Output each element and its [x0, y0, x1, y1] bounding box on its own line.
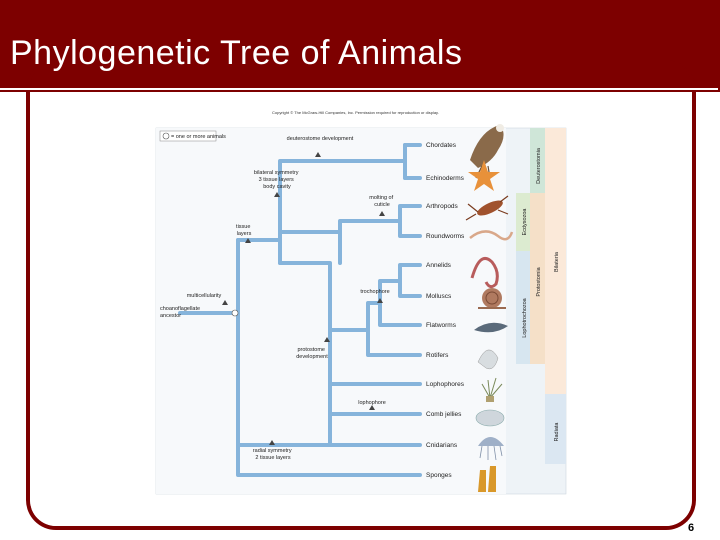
group-label-radiata: Radiata: [554, 422, 560, 442]
taxon-comb-jellies: Comb jellies: [426, 411, 462, 418]
animal-illustrations: [465, 124, 514, 492]
group-label-deuterostomia: Deuterostomia: [536, 147, 542, 184]
tree-branches: [178, 143, 422, 477]
taxon-lophophores: Lophophores: [426, 381, 465, 388]
lobster-icon: [465, 195, 509, 221]
taxon-molluscs: Molluscs: [426, 293, 452, 300]
slide-frame: [26, 60, 696, 530]
copyright-notice: Copyright © The McGraw-Hill Companies, I…: [272, 110, 439, 115]
char-radial-symmetry: radial symmetry 2 tissue layers: [253, 448, 293, 461]
taxon-annelids: Annelids: [426, 262, 452, 269]
snail-icon: [478, 288, 506, 309]
char-protostome-development: protostome development: [296, 347, 328, 360]
char-bilateral-symmetry: bilateral symmetry 3 tissue layers body …: [254, 170, 300, 190]
taxon-chordates: Chordates: [426, 142, 457, 149]
character-markers: [222, 152, 385, 445]
group-label-bilateria: Bilateria: [554, 251, 560, 272]
title-band: [0, 0, 720, 92]
flatworm-icon: [474, 322, 508, 333]
char-choanoflagellate-ancestor: choanoflagellate ancestor: [160, 306, 202, 319]
ancestor-node-icon: [231, 309, 239, 317]
group-band-radiata: [545, 394, 566, 464]
taxon-arthropods: Arthropods: [426, 203, 459, 210]
group-label-protostomia: Protostomia: [536, 266, 542, 296]
legend-box: [159, 130, 217, 142]
char-deuterostome-development: deuterostome development: [287, 136, 354, 142]
taxon-echinoderms: Echinoderms: [426, 175, 465, 182]
taxon-flatworms: Flatworms: [426, 322, 457, 329]
group-band-ecdysozoa: [516, 193, 530, 251]
lophophore-icon: [481, 377, 503, 402]
roundworm-icon: [469, 230, 514, 241]
comb-jelly-icon: [475, 409, 505, 427]
page-number: 6: [688, 522, 695, 534]
group-band-lophotrochozoa: [516, 251, 530, 364]
char-trochophore: trochophore: [360, 289, 389, 295]
group-band-protostomia: [530, 193, 545, 364]
group-band-bilateria: [545, 128, 566, 394]
taxon-rotifers: Rotifers: [426, 352, 449, 359]
rotifer-icon: [477, 349, 499, 370]
group-band-deuterostomia: [530, 128, 545, 193]
title-rule: [0, 88, 718, 90]
char-multicellularity: multicellularity: [187, 293, 222, 299]
sponge-icon: [478, 466, 496, 492]
group-label-ecdysozoa: Ecdysozoa: [522, 208, 528, 236]
taxon-roundworms: Roundworms: [426, 233, 465, 240]
page-title: Phylogenetic Tree of Animals: [10, 34, 463, 72]
legend-label: = one or more animals: [171, 134, 226, 140]
legend-circle-icon: [162, 132, 170, 140]
char-lophophore: lophophore: [358, 400, 386, 406]
taxon-cnidarians: Cnidarians: [426, 442, 458, 449]
char-molting-of-cuticle: molting of cuticle: [369, 195, 394, 208]
group-label-lophotrochozoa: Lophotrochozoa: [522, 297, 528, 337]
starfish-icon: [468, 160, 500, 191]
taxon-sponges: Sponges: [426, 472, 452, 479]
char-tissue-layers: tissue layers: [236, 224, 252, 237]
jellyfish-icon: [478, 437, 504, 461]
earthworm-icon: [470, 257, 499, 289]
